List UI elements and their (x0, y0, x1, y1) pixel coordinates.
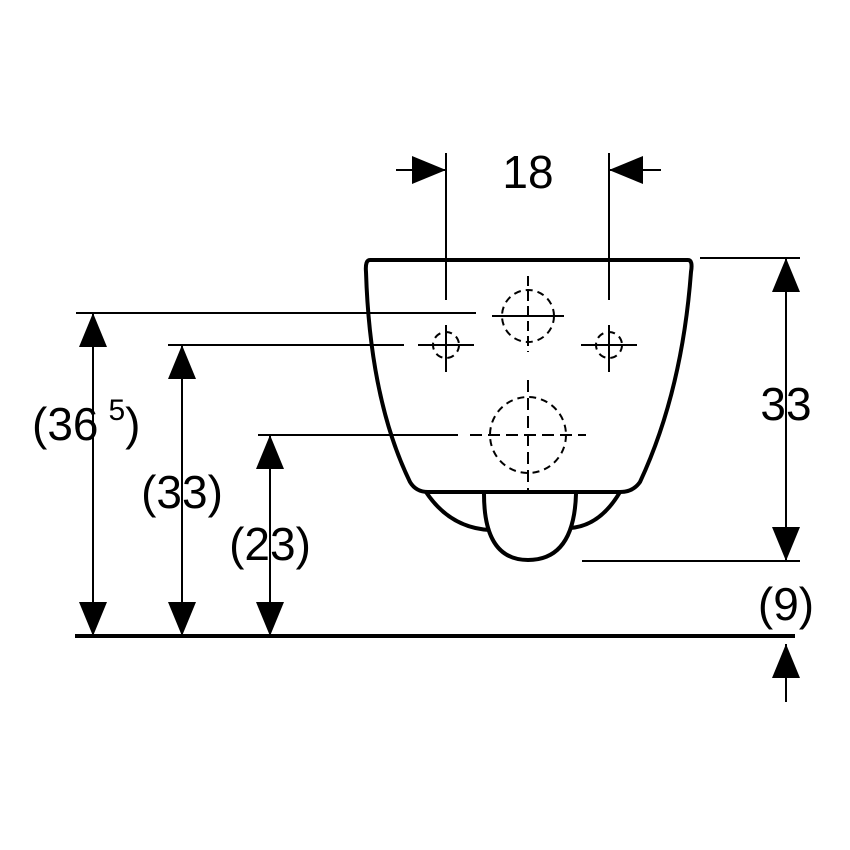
arrow-33-right-bottom (772, 527, 800, 561)
dim-label-33-right: 33 (760, 378, 811, 430)
outlet-spout (482, 493, 578, 563)
dim-label-18: 18 (502, 146, 553, 198)
arrow-36-top (79, 313, 107, 347)
arrow-33-right-top (772, 258, 800, 292)
arrow-18-left (412, 156, 446, 184)
arrow-33-left-bottom (168, 602, 196, 636)
arrow-36-bottom (79, 602, 107, 636)
bowl-skirt (424, 490, 622, 532)
dim-label-9: (9) (758, 578, 814, 630)
arrow-23-bottom (256, 602, 284, 636)
arrow-33-left-top (168, 345, 196, 379)
dim-label-33-left: (33) (141, 466, 223, 518)
arrow-9 (772, 644, 800, 678)
dim-label-23: (23) (229, 518, 311, 570)
arrow-23-top (256, 435, 284, 469)
arrow-18-right (609, 156, 643, 184)
